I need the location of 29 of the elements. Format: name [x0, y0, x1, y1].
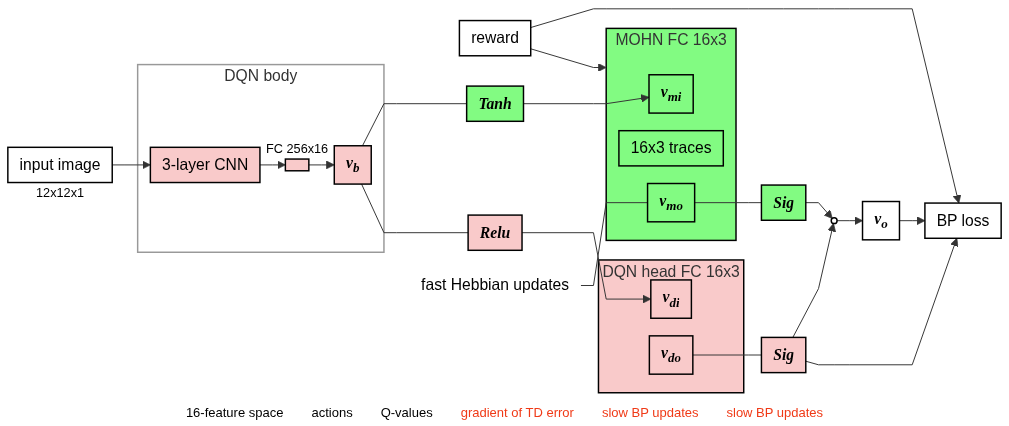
node-box: Sig — [760, 336, 807, 374]
node-bar — [284, 158, 310, 172]
size-label: 12x12x1 — [36, 185, 85, 201]
note-label: slow BP updates — [726, 405, 824, 420]
node-box: v$_{do}$ — [648, 335, 694, 376]
node-box: 3-layer CNN — [149, 146, 261, 184]
node-box: input image — [7, 146, 113, 184]
node-circle — [830, 217, 838, 225]
node-box: v$_{di}$ — [650, 279, 693, 320]
note-label: gradient of TD error — [460, 405, 574, 420]
note-label: 16-feature space — [185, 405, 284, 420]
node-box: v$_{b}$ — [333, 145, 372, 185]
node-box: reward — [458, 20, 532, 57]
connector — [361, 183, 469, 234]
node-box: v$_{o}$ — [861, 201, 901, 241]
note-label: slow BP updates — [601, 405, 699, 420]
node-box: Sig — [760, 184, 807, 222]
size-label: FC 256x16 — [266, 141, 329, 157]
node-box: Tanh — [465, 85, 525, 123]
node-text: fast Hebbian updates — [421, 276, 570, 294]
connector — [694, 202, 762, 204]
node-box: BP loss — [924, 202, 1002, 240]
node-box: 16x3 traces — [618, 130, 725, 167]
node-box: v$_{mo}$ — [646, 182, 696, 223]
note-label: actions — [311, 405, 353, 420]
node-box: Relu — [467, 214, 523, 252]
node-box: v$_{mi}$ — [648, 74, 694, 114]
note-label: Q-values — [380, 405, 433, 420]
connector — [692, 354, 762, 356]
